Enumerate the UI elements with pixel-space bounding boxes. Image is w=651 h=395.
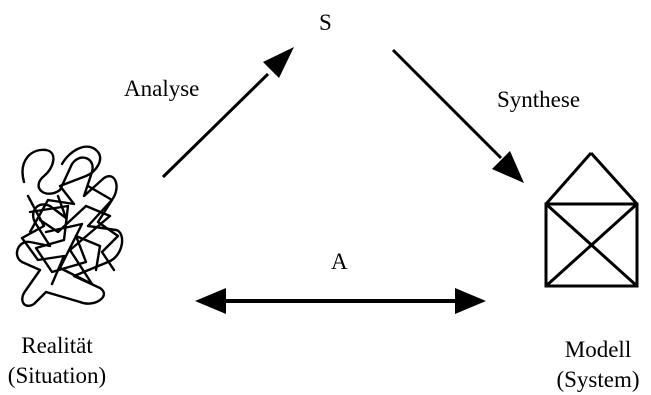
model-label: Modell (System)	[548, 338, 648, 392]
model-title: Modell	[564, 337, 632, 362]
a-double-arrow	[195, 288, 486, 314]
synthese-arrow	[391, 48, 524, 183]
reality-scribble-icon	[15, 145, 124, 307]
model-subtitle: (System)	[556, 367, 640, 392]
model-house-icon	[544, 151, 639, 288]
analyse-label: Analyse	[124, 76, 200, 101]
reality-label: Realität (Situation)	[2, 334, 112, 388]
synthese-label: Synthese	[497, 87, 581, 112]
reality-subtitle: (Situation)	[7, 363, 107, 388]
analyse-arrow	[161, 47, 294, 179]
reality-title: Realität	[21, 333, 93, 358]
top-label-s: S	[319, 10, 332, 35]
a-label: A	[331, 249, 348, 274]
